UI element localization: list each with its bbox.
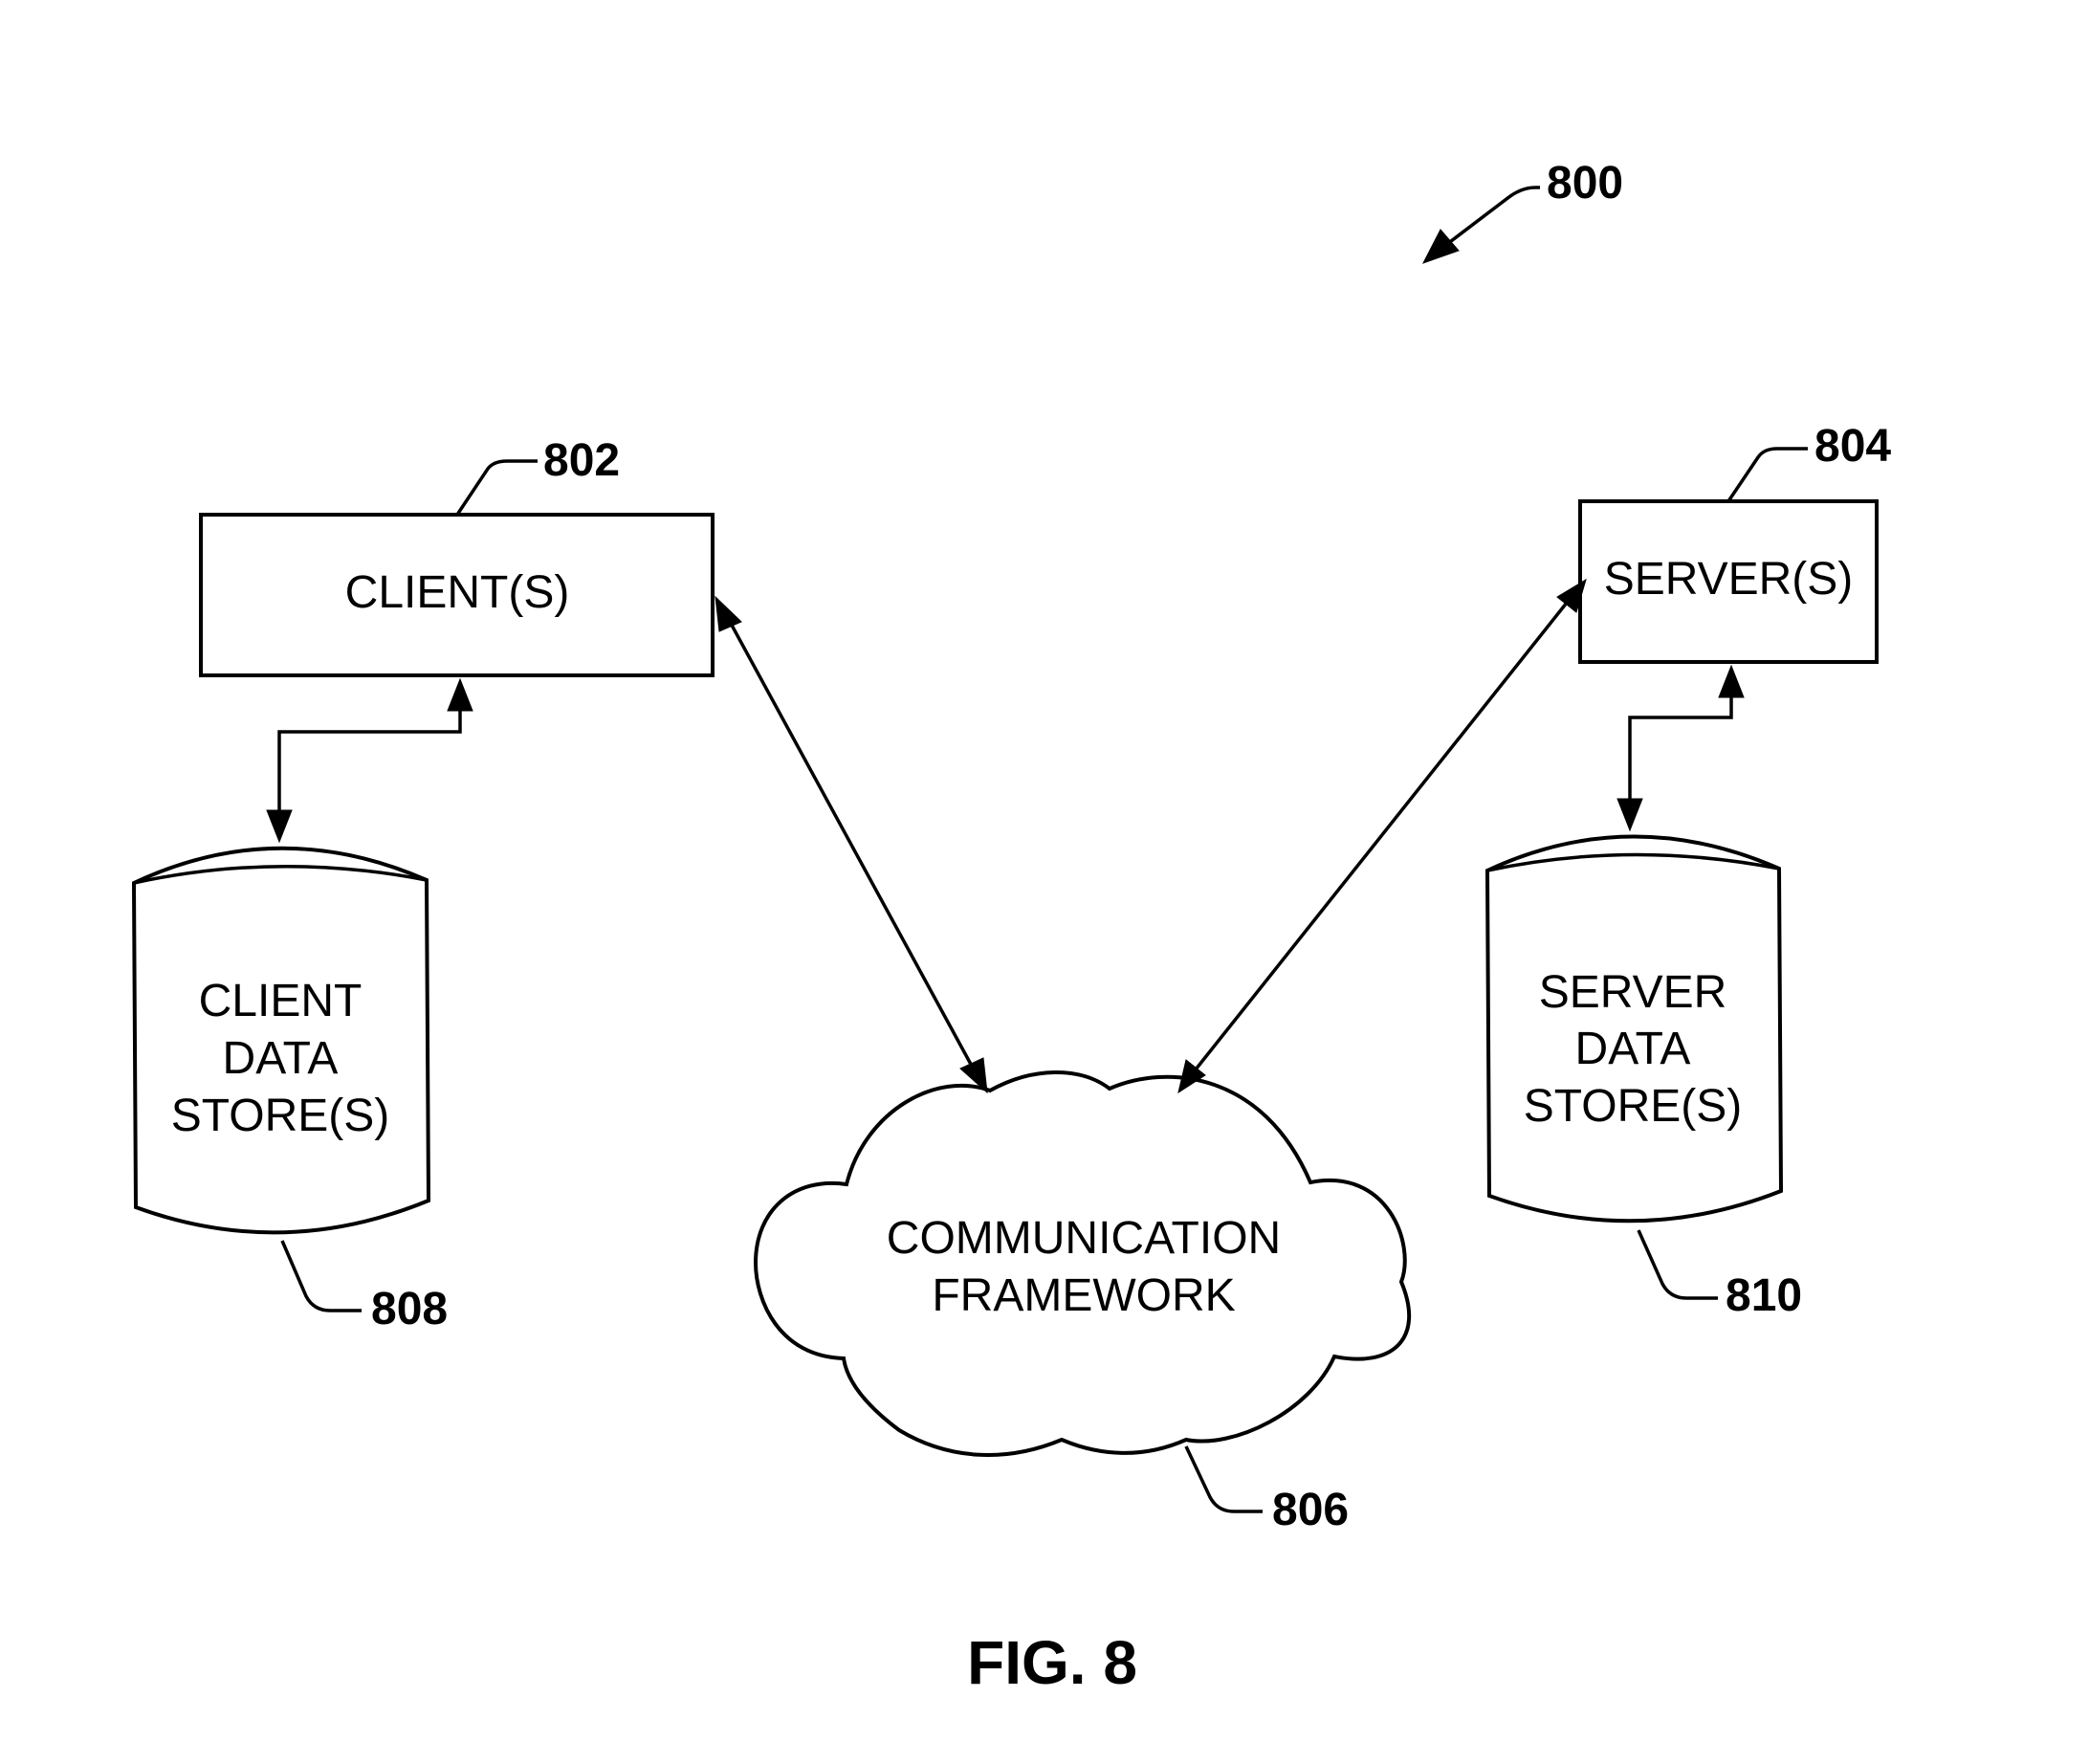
server-ref-label: 804 bbox=[1814, 421, 1891, 472]
client-communication-arrow bbox=[715, 597, 987, 1092]
arrowhead-server-up bbox=[1719, 666, 1744, 697]
server-label: SERVER(S) bbox=[1604, 554, 1854, 605]
client-label: CLIENT(S) bbox=[345, 567, 570, 618]
client-ref: 802 bbox=[457, 435, 620, 515]
server-data-store: SERVER DATA STORE(S) bbox=[1487, 836, 1781, 1221]
server-data-store-line-2: DATA bbox=[1575, 1024, 1691, 1074]
client-box: CLIENT(S) bbox=[201, 515, 713, 675]
server-datastore-connector bbox=[1617, 666, 1744, 830]
client-data-store-ref: 808 bbox=[282, 1241, 448, 1334]
server-data-store-ref-label: 810 bbox=[1726, 1270, 1802, 1321]
communication-framework-cloud: COMMUNICATION FRAMEWORK bbox=[756, 1072, 1409, 1455]
figure-caption: FIG. 8 bbox=[967, 1628, 1137, 1697]
client-data-store-line-1: CLIENT bbox=[199, 976, 363, 1026]
client-datastore-connector bbox=[267, 679, 473, 842]
server-data-store-line-3: STORE(S) bbox=[1524, 1081, 1742, 1132]
client-ref-label: 802 bbox=[543, 435, 620, 486]
server-data-store-ref: 810 bbox=[1638, 1230, 1802, 1321]
client-data-store-ref-label: 808 bbox=[371, 1284, 448, 1334]
client-data-store-line-3: STORE(S) bbox=[171, 1091, 389, 1141]
client-data-store: CLIENT DATA STORE(S) bbox=[134, 849, 429, 1233]
communication-framework-ref: 806 bbox=[1186, 1446, 1349, 1535]
communication-framework-line-2: FRAMEWORK bbox=[932, 1270, 1235, 1321]
figure-ref-label: 800 bbox=[1547, 158, 1623, 209]
communication-framework-line-1: COMMUNICATION bbox=[887, 1213, 1281, 1264]
arrowhead-client-store-down bbox=[267, 810, 292, 842]
server-ref: 804 bbox=[1728, 421, 1891, 501]
communication-framework-ref-label: 806 bbox=[1272, 1485, 1349, 1535]
arrowhead-client-up bbox=[448, 679, 473, 711]
figure-ref-800: 800 bbox=[1423, 158, 1623, 263]
client-data-store-line-2: DATA bbox=[223, 1033, 339, 1084]
server-data-store-line-1: SERVER bbox=[1539, 967, 1727, 1018]
arrowhead-server-store-down bbox=[1617, 799, 1642, 830]
server-box: SERVER(S) bbox=[1580, 501, 1877, 662]
arrowhead-client-end bbox=[715, 597, 741, 631]
